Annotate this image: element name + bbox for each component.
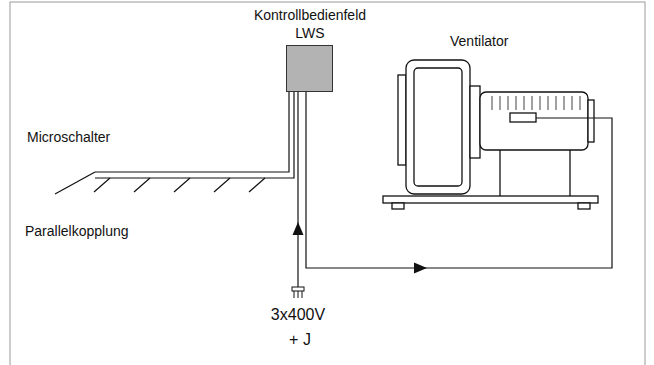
supply-label: + J [289,331,311,349]
arrowhead [414,263,427,274]
node-heading: Ventilator [396,32,536,50]
wire-path [306,92,612,268]
power-wire [306,92,612,274]
control-box [286,45,333,92]
switch-hatch [94,178,265,192]
supply-label: 3x400V [271,306,325,324]
fan-drawing [383,60,598,209]
frame [10,2,645,365]
part-label: Parallelkopplung [25,222,129,240]
part-label: Microschalter [27,128,110,146]
control-panel: Kontrollbedienfeld LWS [245,6,375,98]
motor-ribs [492,96,580,110]
fan-unit: Ventilator [396,32,536,202]
power-cable [292,92,304,298]
node-heading: Kontrollbedienfeld LWS [245,6,375,42]
